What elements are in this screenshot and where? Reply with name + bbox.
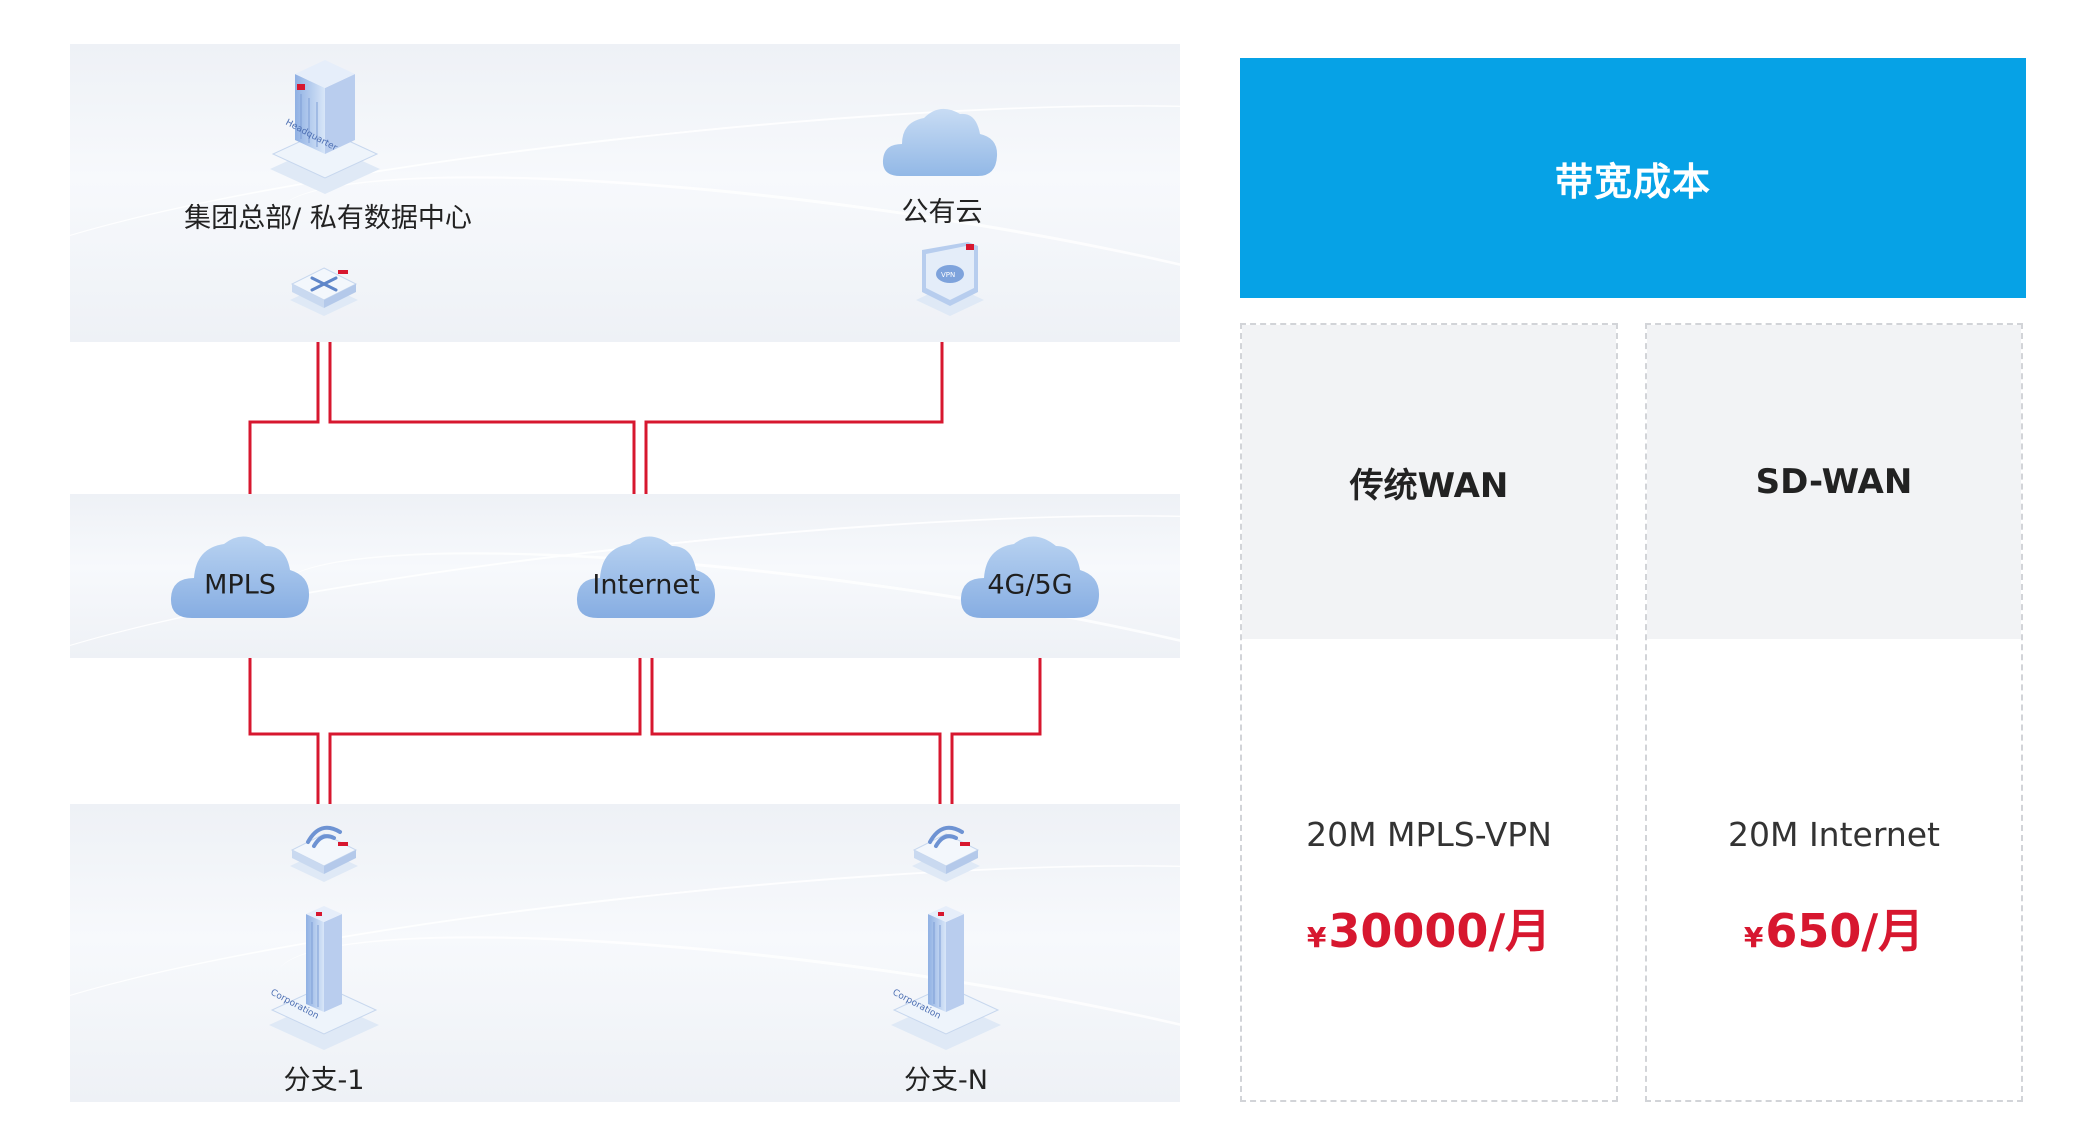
public-cloud-label: 公有云 (901, 197, 983, 228)
link-hq-mpls (248, 342, 320, 494)
public-cloud-icon (882, 108, 998, 176)
currency-symbol: ¥ (1306, 921, 1327, 954)
vpn-gateway-icon: VPN (916, 242, 984, 316)
price-value: 650/月 (1765, 904, 1925, 958)
link-mobile-branchn (950, 658, 1042, 804)
internet-label: Internet (592, 569, 700, 601)
currency-symbol: ¥ (1743, 921, 1764, 954)
price-value: 30000/月 (1328, 904, 1552, 958)
headquarters-building-icon: Headquarter (270, 60, 380, 194)
monthly-price: ¥30000/月 (1242, 895, 1616, 961)
branchn-building-icon: Corporation (891, 906, 1001, 1050)
cost-header: 带宽成本 (1240, 58, 2026, 298)
link-internet-branchn (650, 658, 942, 804)
mobile-network-label: 4G/5G (987, 569, 1073, 601)
traditional-wan-column: 传统WAN 20M MPLS-VPN ¥30000/月 (1240, 323, 1618, 1102)
link-cloud-internet (644, 342, 944, 494)
mobile-network-cloud-icon (960, 536, 1100, 618)
column-title: SD-WAN (1755, 462, 1913, 502)
link-internet-branch1 (328, 658, 642, 804)
branch-zone (70, 804, 1180, 1102)
router-icon (290, 267, 358, 316)
svg-text:VPN: VPN (941, 271, 955, 279)
mpls-label: MPLS (204, 569, 276, 601)
cost-title: 带宽成本 (1554, 159, 1711, 204)
branch1-wifi-router-icon (290, 825, 358, 882)
sd-wan-column: SD-WAN 20M Internet ¥650/月 (1645, 323, 2023, 1102)
internet-cloud-icon (576, 536, 716, 618)
column-header: SD-WAN (1647, 325, 2021, 639)
branchn-label: 分支-N (904, 1065, 988, 1096)
bandwidth-description: 20M MPLS-VPN (1306, 815, 1552, 854)
headquarters-label: 集团总部/ 私有数据中心 (184, 203, 472, 234)
branch1-building-icon: Corporation (269, 906, 379, 1050)
branchn-wifi-router-icon (912, 825, 980, 882)
branch1-label: 分支-1 (283, 1065, 365, 1096)
link-hq-internet (328, 342, 636, 494)
monthly-price: ¥650/月 (1647, 895, 2021, 961)
column-title: 传统WAN (1349, 465, 1509, 506)
link-mpls-branch1 (248, 658, 320, 804)
mpls-cloud-icon (170, 536, 310, 618)
column-header: 传统WAN (1242, 325, 1616, 639)
headquarters-cloud-zone (70, 44, 1180, 342)
bandwidth-description: 20M Internet (1728, 815, 1940, 854)
